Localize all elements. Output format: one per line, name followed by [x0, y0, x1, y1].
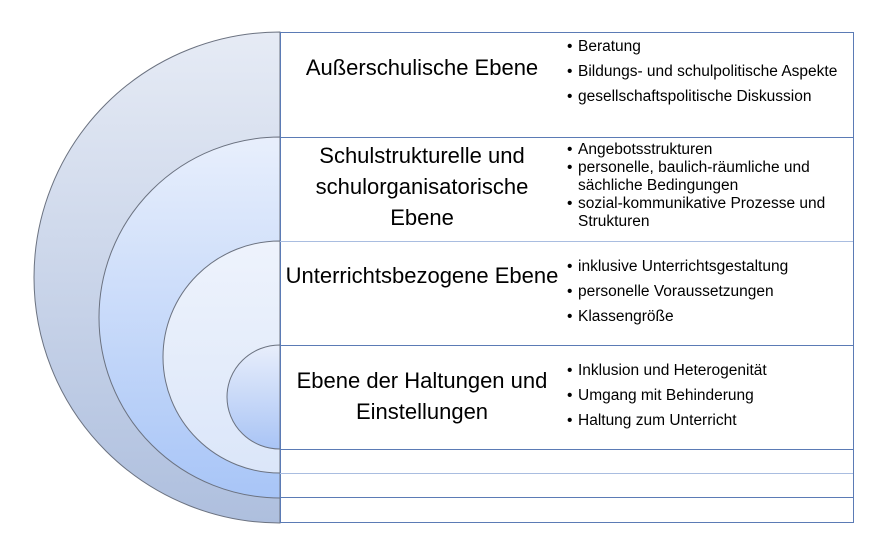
bullet-item: Angebotsstrukturen: [567, 141, 857, 159]
level-title-ausserschulisch: Außerschulische Ebene: [305, 55, 539, 80]
level-bullets-unterricht: inklusive Unterrichtsgestaltung personel…: [567, 258, 857, 326]
bullet-item: inklusive Unterrichtsgestaltung: [567, 258, 857, 276]
level-bullets-ausserschulisch: Beratung Bildungs- und schulpolitische A…: [567, 38, 857, 106]
bullet-item: gesellschaftspolitische Diskussion: [567, 88, 858, 106]
bullet-item: Bildungs- und schulpolitische Aspekte: [567, 63, 857, 81]
bullet-item: Klassengröße: [567, 308, 857, 326]
bullet-item: personelle Voraussetzungen: [567, 283, 857, 301]
level-bullets-schulstrukturell: Angebotsstrukturen personelle, baulich-r…: [567, 141, 857, 231]
bullet-item: Haltung zum Unterricht: [567, 412, 857, 430]
level-title-unterricht: Unterrichtsbezogene Ebene: [285, 263, 559, 288]
semicircle-inner: [226, 344, 281, 450]
level-title-haltungen: Ebene der Haltungen und Einstellungen: [296, 368, 548, 424]
level-title-schulstrukturell: Schulstrukturelle und schulorganisatoris…: [315, 143, 529, 230]
bullet-item: Beratung: [567, 38, 857, 56]
table-grid: [280, 32, 854, 523]
bullet-item: Inklusion und Heterogenität: [567, 362, 857, 380]
bullet-item: Umgang mit Behinderung: [567, 387, 857, 405]
bullet-item: personelle, baulich-räumliche und sächli…: [567, 159, 838, 195]
level-bullets-haltungen: Inklusion und Heterogenität Umgang mit B…: [567, 362, 857, 430]
bullet-item: sozial-kommunikative Prozesse und Strukt…: [567, 195, 858, 231]
